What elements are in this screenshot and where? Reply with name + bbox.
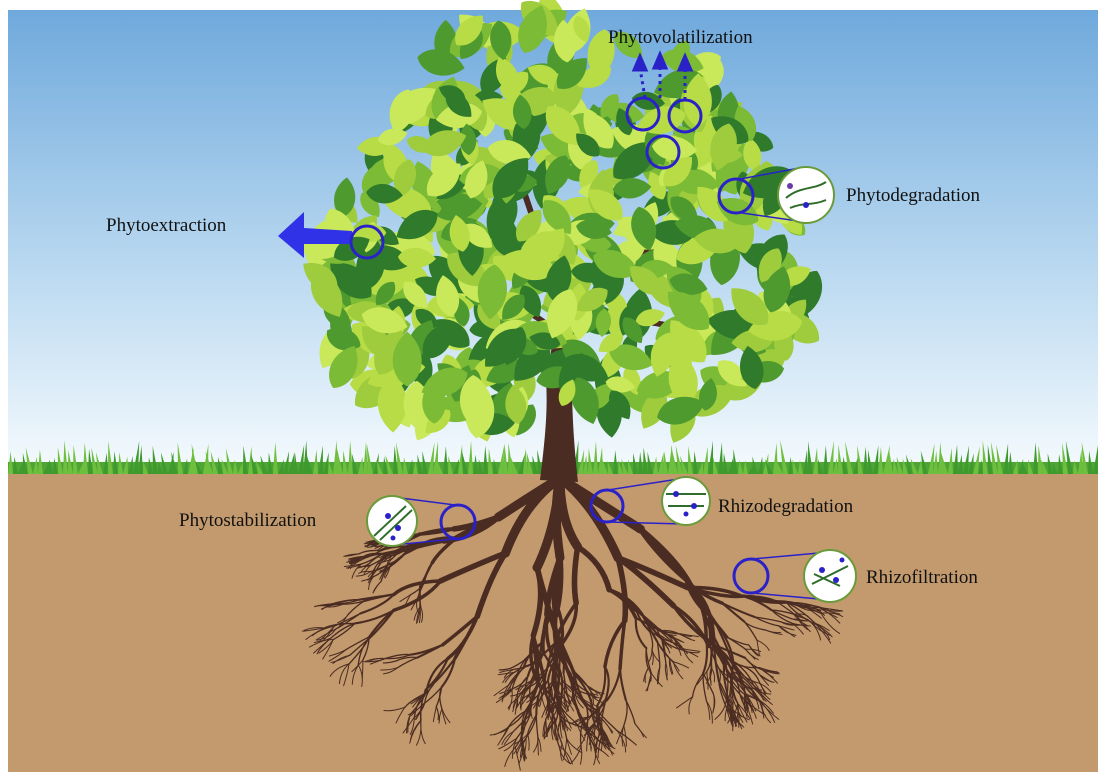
label-phytodegradation: Phytodegradation: [846, 186, 980, 205]
lens-rhizodegradation: [662, 477, 710, 525]
label-rhizofiltration: Rhizofiltration: [866, 568, 978, 587]
label-rhizodegradation: Rhizodegradation: [718, 497, 853, 516]
label-phytoextraction: Phytoextraction: [106, 216, 226, 235]
lens-phytodegradation: [778, 167, 834, 223]
label-phytovolatilization: Phytovolatilization: [608, 28, 753, 47]
label-phytostabilization: Phytostabilization: [179, 511, 316, 530]
